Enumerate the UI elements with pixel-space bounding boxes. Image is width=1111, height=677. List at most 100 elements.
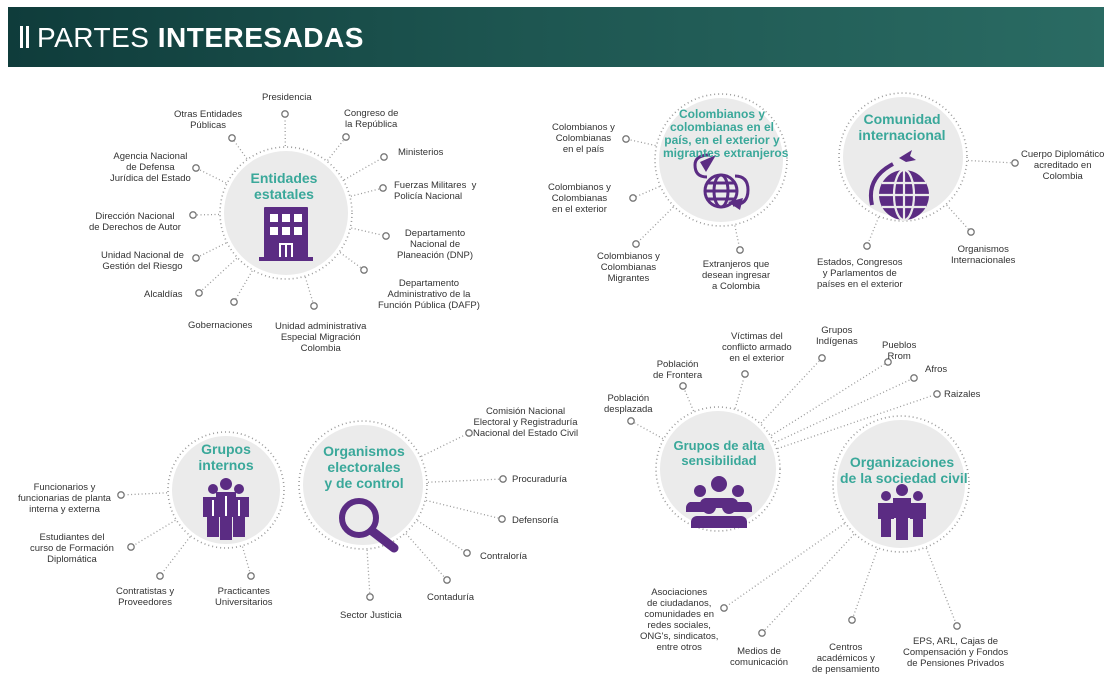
node-entidades-1 bbox=[342, 133, 350, 141]
spoke-alta-3 bbox=[760, 360, 820, 424]
label-medios: Medios de comunicación bbox=[730, 646, 789, 668]
spoke-entidades-6 bbox=[304, 276, 314, 303]
node-entidades-2 bbox=[380, 153, 388, 161]
label-funcionarios: Funcionarios y funcionarias de planta in… bbox=[18, 482, 111, 515]
spoke-entidades-11 bbox=[199, 169, 227, 184]
label-eps: EPS, ARL, Cajas de Compensación y Fondos… bbox=[903, 636, 1009, 669]
node-alta-0 bbox=[627, 417, 635, 425]
hub-ring-sociedad bbox=[832, 415, 970, 553]
hub-ring-alta bbox=[655, 406, 781, 532]
hub-circle-colombianos bbox=[659, 98, 783, 222]
node-entidades-9 bbox=[192, 254, 200, 262]
label-organismos-int: Organismos Internacionales bbox=[951, 244, 1016, 266]
spoke-colombianos-1 bbox=[636, 185, 660, 198]
hub-circle-alta bbox=[660, 411, 776, 527]
label-estudiantes: Estudiantes del curso de Formación Diplo… bbox=[30, 532, 114, 565]
node-internos-1 bbox=[127, 543, 135, 551]
node-internos-0 bbox=[117, 491, 125, 499]
label-practicantes: Practicantes Universitarios bbox=[215, 586, 273, 608]
spoke-organismos-2 bbox=[425, 499, 499, 519]
node-colombianos-3 bbox=[736, 246, 744, 254]
spoke-colombianos-3 bbox=[734, 225, 740, 247]
spoke-entidades-2 bbox=[343, 158, 381, 181]
label-contraloria: Contraloría bbox=[480, 551, 527, 562]
node-alta-3 bbox=[818, 354, 826, 362]
label-asociaciones: Asociaciones de ciudadanos, comunidades … bbox=[640, 587, 719, 653]
spoke-alta-5 bbox=[774, 379, 911, 444]
label-contaduria: Contaduría bbox=[427, 592, 475, 603]
label-dnp: Departamento Nacional de Planeación (DNP… bbox=[397, 228, 474, 261]
node-organismos-2 bbox=[498, 515, 506, 523]
globe-transfer-icon bbox=[693, 153, 750, 209]
node-entidades-8 bbox=[195, 289, 203, 297]
label-extranjeros: Extranjeros que desean ingresar a Colomb… bbox=[702, 259, 771, 292]
crowd-icon bbox=[685, 476, 753, 528]
hub-ring-entidades bbox=[219, 146, 353, 280]
header-banner: PARTES INTERESADAS bbox=[8, 7, 1104, 67]
label-col-migrantes: Colombianos y Colombianas Migrantes bbox=[597, 251, 660, 284]
spoke-alta-6 bbox=[777, 394, 934, 450]
label-col-exterior: Colombianos y Colombianas en el exterior bbox=[548, 182, 611, 215]
spoke-entidades-4 bbox=[351, 227, 383, 236]
node-organismos-5 bbox=[366, 593, 374, 601]
spoke-entidades-7 bbox=[235, 270, 253, 299]
label-cne: Comisión Nacional Electoral y Registradu… bbox=[473, 406, 579, 439]
node-alta-4 bbox=[884, 358, 892, 366]
spoke-sociedad-1 bbox=[764, 534, 855, 631]
label-contratistas: Contratistas y Proveedores bbox=[116, 586, 175, 608]
label-congreso: Congreso de la República bbox=[344, 108, 399, 130]
spoke-alta-2 bbox=[734, 377, 745, 409]
spoke-sociedad-3 bbox=[925, 547, 957, 623]
node-comunidad-1 bbox=[863, 242, 871, 250]
label-fuerzas: Fuerzas Militares y Policía Nacional bbox=[394, 180, 477, 202]
node-entidades-10 bbox=[189, 211, 197, 219]
building-icon bbox=[259, 207, 313, 261]
label-migracion: Unidad administrativa Especial Migración… bbox=[275, 321, 367, 354]
label-indigenas: Grupos Indígenas bbox=[816, 325, 858, 347]
label-centros: Centros académicos y de pensamiento bbox=[812, 642, 880, 675]
node-colombianos-2 bbox=[632, 240, 640, 248]
node-entidades-5 bbox=[360, 266, 368, 274]
spoke-alta-4 bbox=[770, 363, 885, 436]
hub-ring-organismos bbox=[298, 420, 428, 550]
node-alta-2 bbox=[741, 370, 749, 378]
page-title: PARTES INTERESADAS bbox=[37, 22, 364, 53]
label-sector-justicia: Sector Justicia bbox=[340, 610, 402, 621]
label-rrom: Pueblos Rrom bbox=[882, 340, 917, 362]
spoke-internos-3 bbox=[241, 546, 251, 573]
spoke-colombianos-2 bbox=[638, 206, 674, 242]
label-presidencia: Presidencia bbox=[262, 92, 312, 103]
node-entidades-12 bbox=[228, 134, 236, 142]
label-desplazada: Población desplazada bbox=[604, 393, 653, 415]
label-otras-entidades: Otras Entidades Públicas bbox=[174, 109, 243, 131]
label-derechos-autor: Dirección Nacional de Derechos de Autor bbox=[89, 211, 181, 233]
hub-ring-internos bbox=[167, 431, 285, 549]
spoke-organismos-4 bbox=[405, 533, 445, 578]
spoke-sociedad-0 bbox=[726, 523, 845, 607]
label-alcaldias: Alcaldías bbox=[144, 289, 183, 300]
people-group-icon bbox=[203, 478, 249, 540]
node-internos-3 bbox=[247, 572, 255, 580]
node-sociedad-3 bbox=[953, 622, 961, 630]
spoke-entidades-12 bbox=[233, 140, 248, 160]
node-sociedad-1 bbox=[758, 629, 766, 637]
header-bars-icon bbox=[20, 26, 32, 53]
spoke-entidades-9 bbox=[199, 242, 227, 257]
label-agencia-defensa: Agencia Nacional de Defensa Jurídica del… bbox=[110, 151, 191, 184]
spoke-internos-2 bbox=[161, 536, 191, 574]
node-organismos-0 bbox=[465, 429, 473, 437]
node-sociedad-2 bbox=[848, 616, 856, 624]
node-sociedad-0 bbox=[720, 604, 728, 612]
node-entidades-6 bbox=[310, 302, 318, 310]
connector-lines bbox=[124, 117, 1012, 631]
node-comunidad-2 bbox=[967, 228, 975, 236]
label-afros: Afros bbox=[925, 364, 948, 375]
spoke-organismos-1 bbox=[427, 478, 500, 483]
spoke-comunidad-2 bbox=[946, 204, 969, 230]
